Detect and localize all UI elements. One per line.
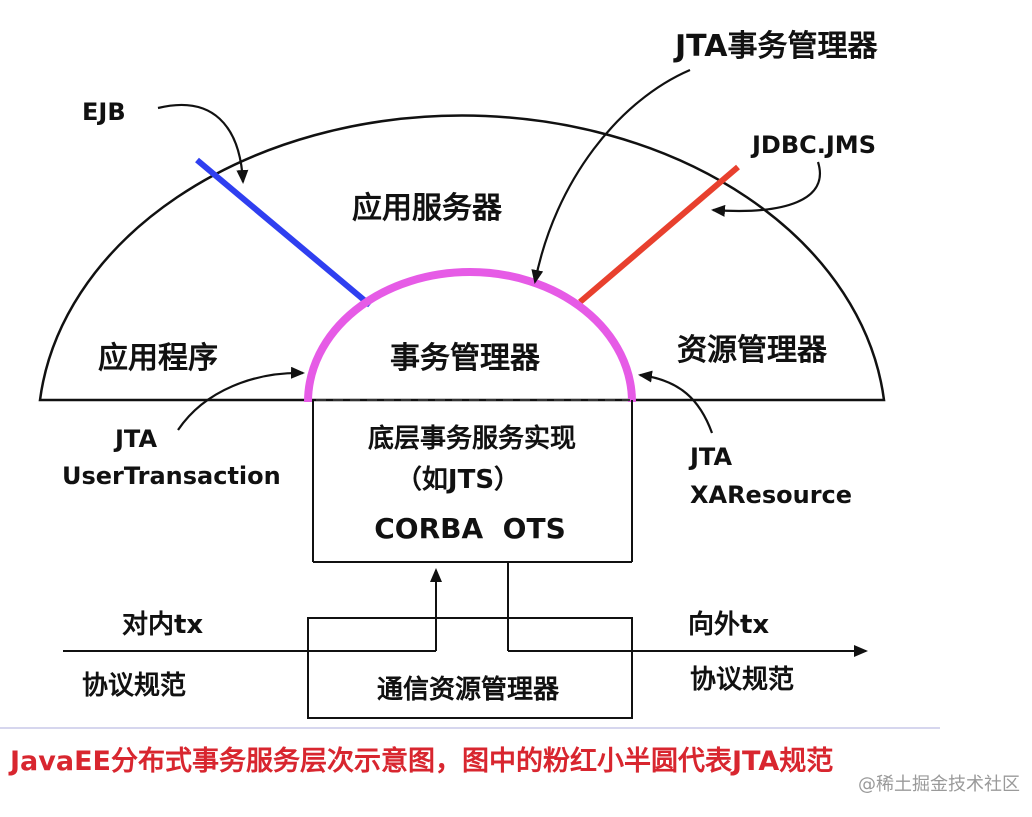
protocol-left-label: 协议规范 <box>82 671 186 701</box>
jdbc-jms-label: JDBC.JMS <box>750 131 876 159</box>
jdbc-jms-connector-line <box>578 164 740 305</box>
watermark: @稀土掘金技术社区 <box>858 774 1020 795</box>
jta-xa-arrow <box>638 370 714 434</box>
inbound-tx-label: 对内tx <box>122 610 203 640</box>
jts-box-line3: CORBA OTS <box>374 512 566 545</box>
transaction-manager-label: 事务管理器 <box>390 341 541 376</box>
jta-xa-label-line2: XAResource <box>690 481 852 509</box>
jdbc-jms-arrow <box>711 161 821 217</box>
application-label: 应用程序 <box>98 341 218 376</box>
jta-user-arrow <box>177 366 305 431</box>
comm-manager-box <box>307 617 633 719</box>
ejb-label: EJB <box>82 98 126 126</box>
jta-tm-arrow <box>531 68 691 284</box>
ejb-arrow <box>157 103 249 184</box>
jts-box-line1: 底层事务服务实现 <box>368 423 576 454</box>
app-server-dome <box>38 114 886 402</box>
outbound-tx-label: 向外tx <box>688 609 769 640</box>
app-server-label: 应用服务器 <box>352 191 503 226</box>
jta-user-label-line2: UserTransaction <box>62 462 281 490</box>
comm-manager-label: 通信资源管理器 <box>377 675 560 705</box>
jta-tm-label: JTA事务管理器 <box>673 29 879 64</box>
jta-spec-arc <box>304 268 636 403</box>
jta-xa-label-line1: JTA <box>688 443 732 471</box>
protocol-right-label: 协议规范 <box>690 665 794 695</box>
diagram-caption: JavaEE分布式事务服务层次示意图，图中的粉红小半圆代表JTA规范 <box>8 745 833 777</box>
resource-manager-label: 资源管理器 <box>677 333 828 368</box>
ejb-connector-line <box>195 157 372 308</box>
jts-box-line2: （如JTS） <box>396 465 520 495</box>
jta-user-label-line1: JTA <box>113 425 157 453</box>
